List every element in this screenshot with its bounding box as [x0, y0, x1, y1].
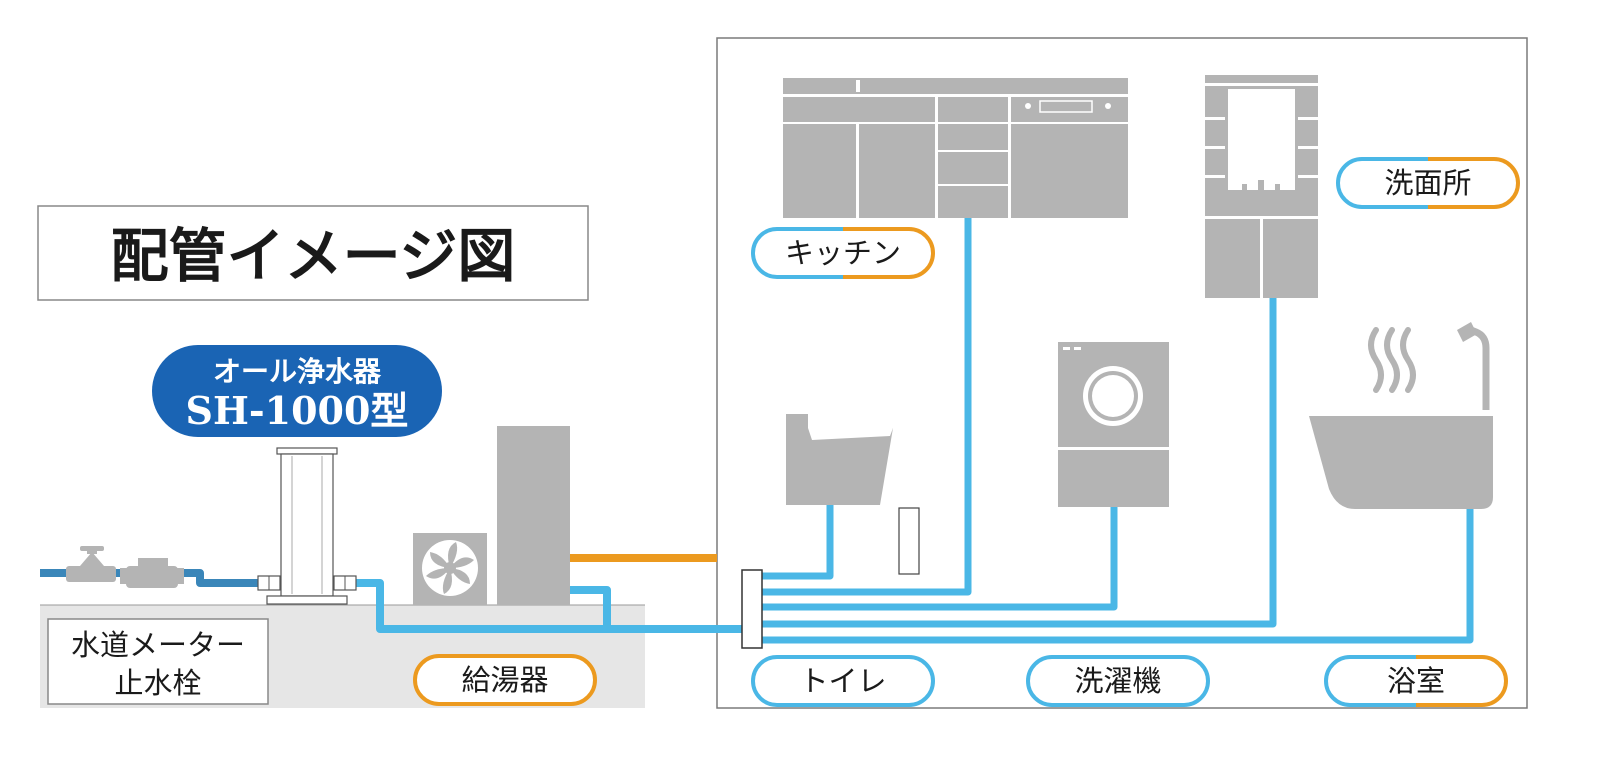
washroom-pipe: [760, 298, 1277, 628]
washroom-label-text: 洗面所: [1384, 166, 1471, 200]
kitchen-pipe: [760, 218, 972, 596]
heater-cold-pipe: [570, 586, 611, 629]
meter-label-line1: 水道メーター: [71, 628, 245, 662]
kitchen-label-text: キッチン: [785, 236, 901, 270]
washing-machine-label: 洗濯機: [1026, 655, 1210, 707]
product-model: SH-1000型: [186, 388, 409, 433]
product-name: オール浄水器: [213, 355, 382, 388]
kitchen-counter: [783, 78, 1128, 218]
washing-machine: [1058, 342, 1169, 507]
water-heater: [413, 426, 570, 605]
washroom-vanity: [1205, 75, 1318, 298]
meter-label-box: 水道メーター 止水栓: [47, 618, 269, 705]
pipes: [40, 218, 1474, 644]
kitchen-label: キッチン: [751, 227, 935, 279]
bath-pipe: [760, 508, 1474, 644]
pipe-header: [741, 569, 763, 649]
water-meter-valve: [66, 546, 184, 588]
product-badge: [152, 345, 442, 437]
washroom-label: 洗面所: [1336, 157, 1520, 209]
toilet-label: トイレ: [751, 655, 935, 707]
water-filter-unit: [257, 447, 357, 605]
washer-pipe: [760, 505, 1118, 611]
title-box: [37, 205, 589, 301]
washing-machine-label-text: 洗濯機: [1074, 664, 1161, 698]
filtered-pipe: [350, 579, 745, 633]
toilet: [786, 414, 920, 575]
page-title: 配管イメージ図: [111, 222, 516, 290]
bathroom-label-text: 浴室: [1387, 664, 1445, 698]
water-heater-label-text: 給湯器: [461, 663, 548, 697]
steam-icon: [1368, 327, 1416, 393]
meter-label-line2: 止水栓: [114, 666, 201, 700]
toilet-label-text: トイレ: [799, 664, 886, 698]
water-heater-label: 給湯器: [413, 654, 597, 706]
bathtub: [1309, 322, 1493, 509]
toilet-pipe: [760, 505, 834, 580]
bathroom-label: 浴室: [1324, 655, 1508, 707]
